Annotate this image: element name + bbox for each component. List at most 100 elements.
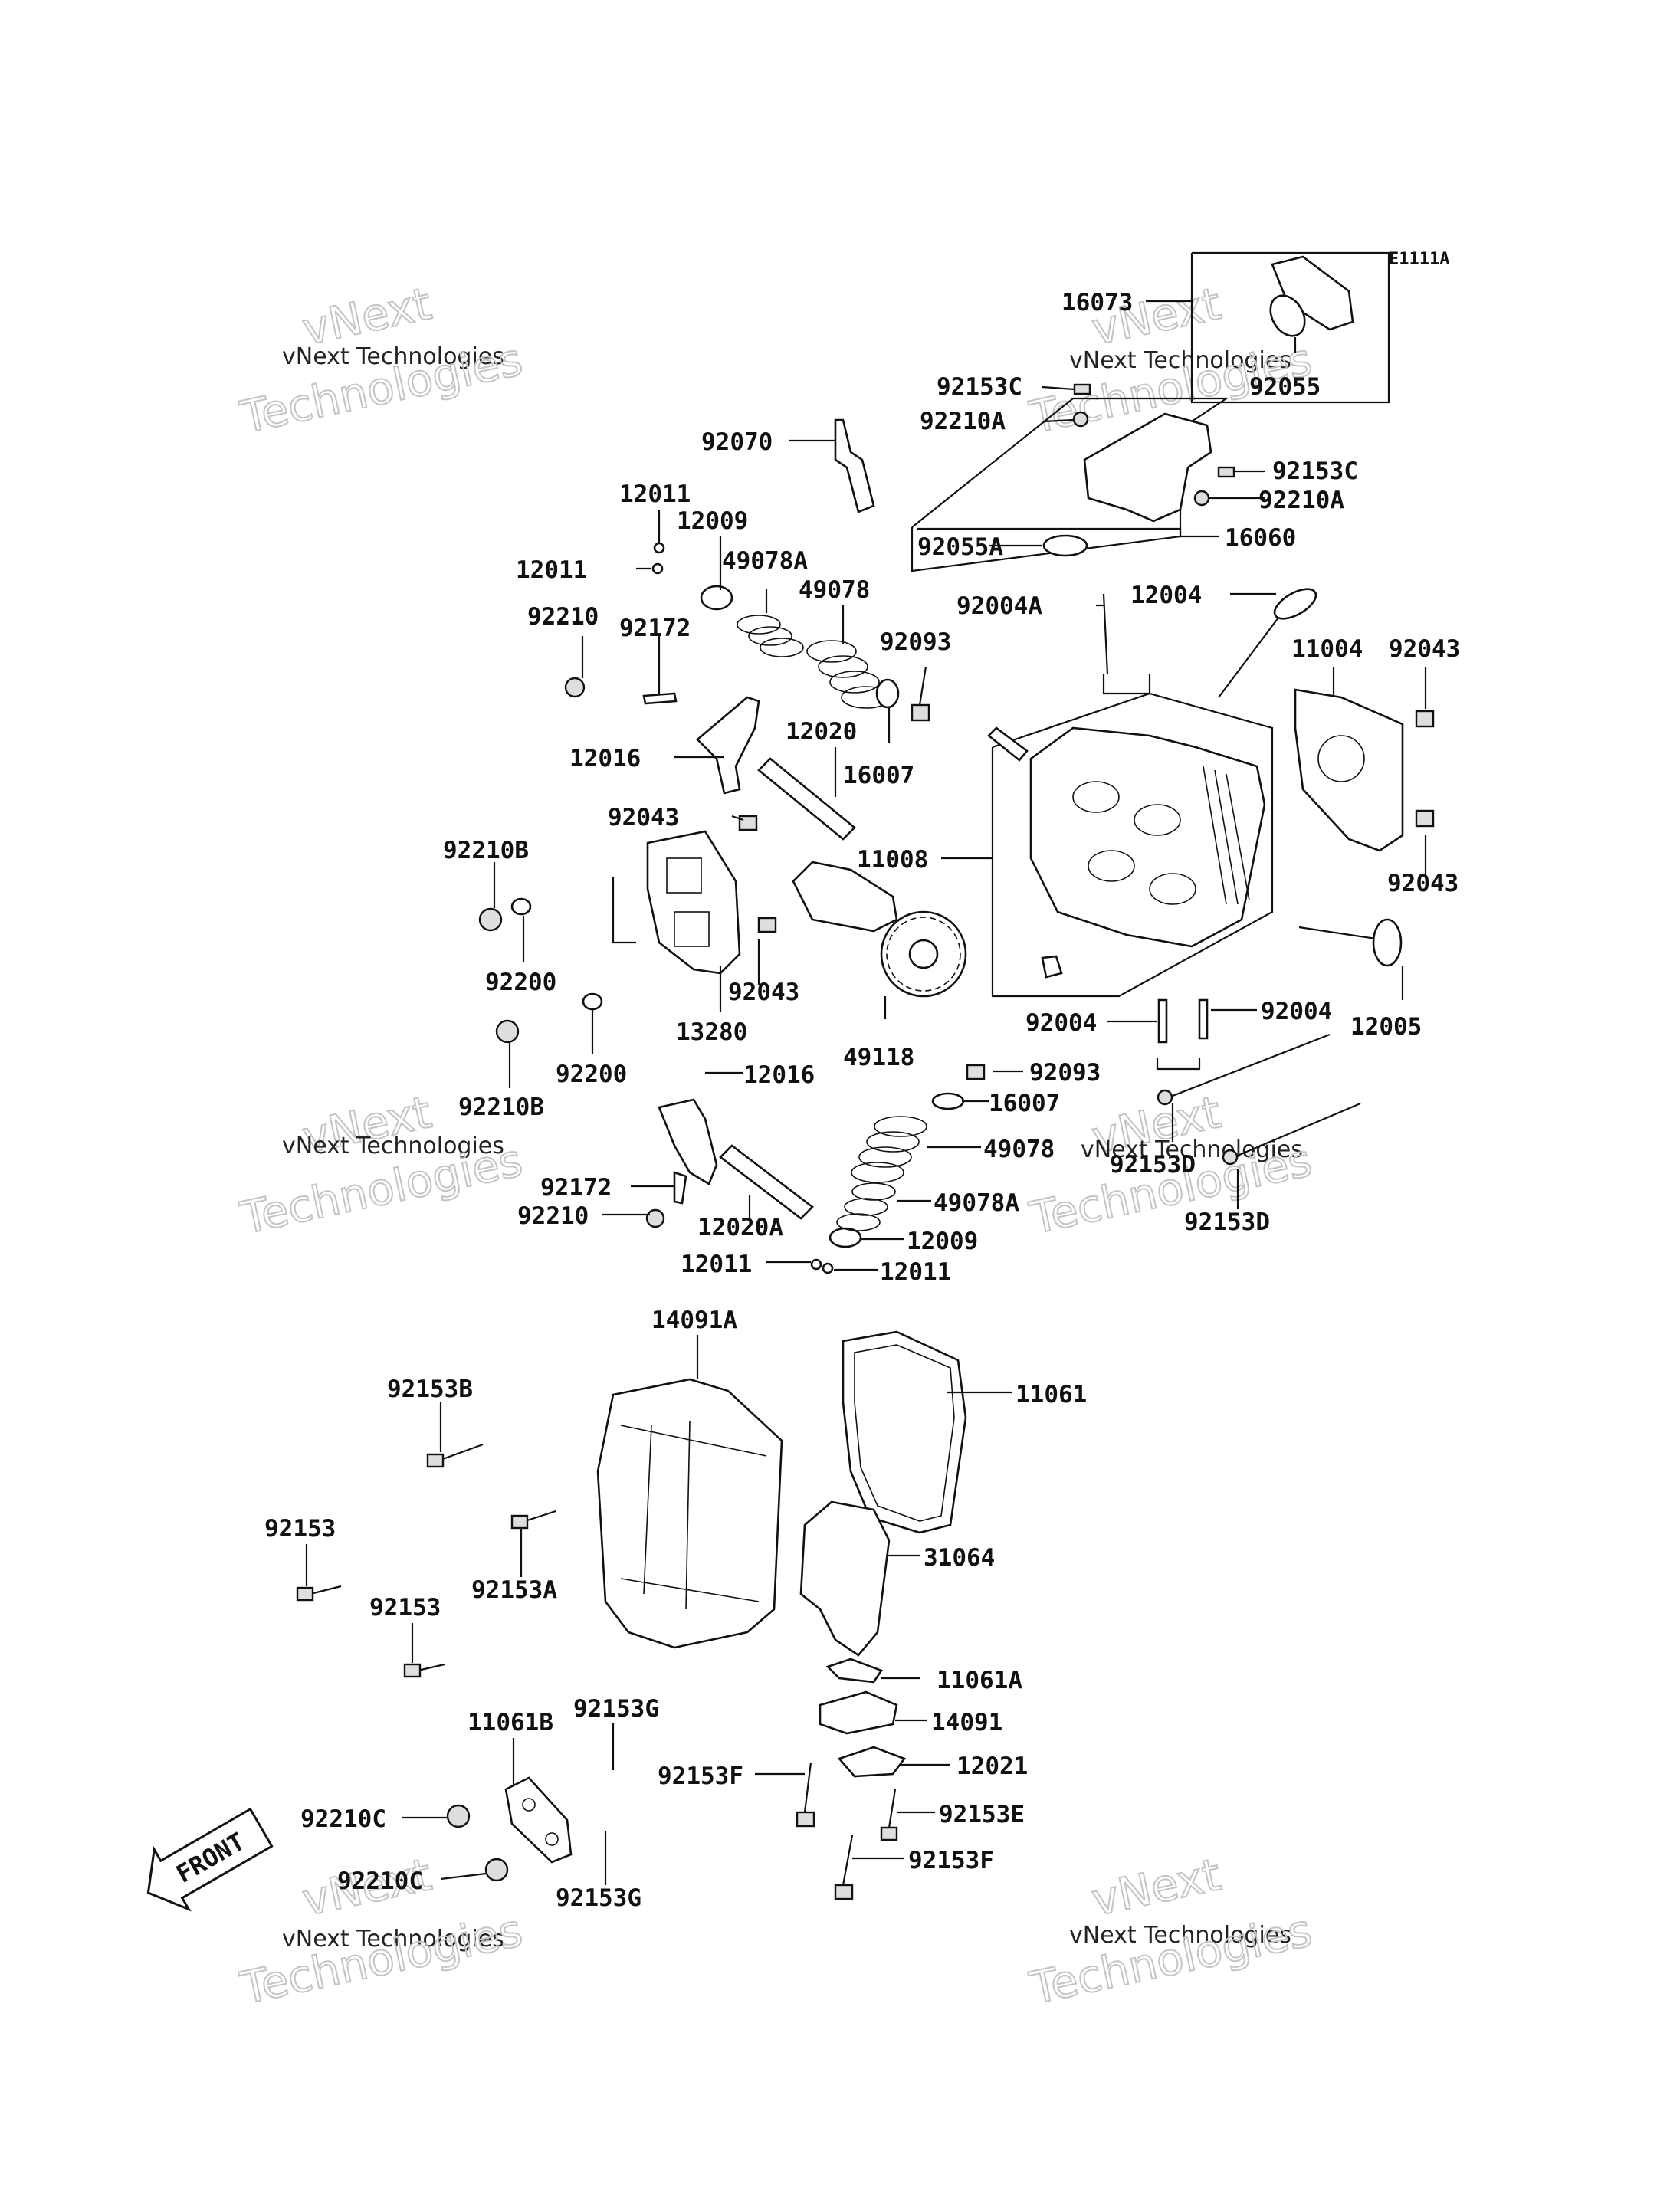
- label-12011-bottom-right: 12011: [880, 1258, 951, 1286]
- label-92153f-bottom: 92153F: [908, 1847, 994, 1874]
- gasket-11004-part: [1294, 688, 1404, 852]
- diagram-code: E1111A: [1389, 250, 1449, 269]
- spring-49078a-bottom-part: [836, 1182, 896, 1231]
- label-92043-right-bottom: 92043: [1387, 870, 1459, 897]
- label-12009-bottom: 12009: [907, 1228, 978, 1255]
- front-arrow: FRONT: [146, 1807, 274, 1912]
- cylinder-head-11008-part: [1029, 726, 1266, 948]
- gasket-92055a-part: [1042, 534, 1088, 557]
- rocker-shaft-12020-part: [757, 757, 856, 841]
- label-92070: 92070: [701, 428, 773, 456]
- label-92210c-top: 92210C: [300, 1805, 386, 1833]
- svg-text:vNext Technologies: vNext Technologies: [1069, 1922, 1291, 1949]
- label-12011-top-left: 12011: [516, 556, 587, 584]
- dowel-92043-right-top-part: [1415, 710, 1435, 728]
- adjuster-92172-top-part: [642, 692, 678, 705]
- watermark-bottom-right: vNext vNext Technologies Technologies: [1025, 1848, 1317, 2015]
- label-11061b: 11061B: [468, 1709, 553, 1736]
- label-12004: 12004: [1130, 582, 1202, 609]
- svg-text:vNext Technologies: vNext Technologies: [282, 343, 504, 370]
- dowel-92043-left-part: [757, 917, 777, 933]
- label-92153-left: 92153: [264, 1515, 336, 1543]
- label-92153c-top: 92153C: [937, 373, 1022, 401]
- valve-12005-part: [1298, 918, 1403, 967]
- label-92200-top: 92200: [485, 969, 556, 996]
- cover-14091-part: [819, 1690, 898, 1735]
- label-92153f-top: 92153F: [658, 1763, 743, 1790]
- washer-92200-bottom-part: [582, 992, 603, 1011]
- part-labels: 16073 92055 92153C 92210A 92070 92153C 9…: [264, 289, 1460, 1912]
- guide-bottom-part: [1041, 955, 1063, 979]
- label-92210-top: 92210: [527, 603, 599, 631]
- nut-92210c-bottom-part: [484, 1858, 509, 1882]
- label-92200-bottom: 92200: [556, 1061, 627, 1088]
- label-92210a-right: 92210A: [1258, 487, 1344, 514]
- bolt-92153a-part: [510, 1510, 556, 1530]
- label-92055: 92055: [1249, 373, 1321, 401]
- svg-text:Technologies: Technologies: [236, 1904, 527, 2015]
- keeper-12011-top2-part: [651, 562, 664, 575]
- label-11061: 11061: [1016, 1381, 1087, 1408]
- bolt-92153f-bottom-part: [834, 1835, 854, 1900]
- label-16060: 16060: [1225, 524, 1296, 552]
- label-92004-right: 92004: [1261, 998, 1332, 1025]
- bolt-92153-left-part: [296, 1585, 342, 1602]
- label-92004-left: 92004: [1025, 1009, 1097, 1037]
- nut-92210c-top-part: [446, 1804, 471, 1828]
- label-11061a: 11061A: [937, 1667, 1022, 1694]
- svg-text:vNext: vNext: [1088, 1848, 1226, 1926]
- keeper-12011-bottom2-part: [822, 1262, 834, 1274]
- rocker-shaft-12020a-part: [719, 1144, 814, 1220]
- svg-text:vNext Technologies: vNext Technologies: [1069, 347, 1291, 374]
- label-13280: 13280: [676, 1018, 747, 1046]
- holder-13280-part: [646, 830, 741, 975]
- nut-92210b-top-part: [478, 907, 503, 932]
- bolt-92153d-bottom-part: [1222, 1102, 1361, 1166]
- label-92153b: 92153B: [387, 1376, 473, 1403]
- seal-16007-top-part: [875, 678, 900, 709]
- stud-92004-left-part: [1157, 998, 1168, 1044]
- label-12009-top: 12009: [677, 507, 748, 535]
- label-12020a: 12020A: [697, 1214, 783, 1241]
- svg-text:vNext Technologies: vNext Technologies: [282, 1926, 504, 1953]
- plate-12021-part: [837, 1746, 907, 1778]
- bolt-92153b-part: [426, 1443, 484, 1468]
- bolt-92153c-right-part: [1217, 466, 1235, 478]
- spring-49078-bottom-part: [851, 1116, 927, 1183]
- label-49078-top: 49078: [799, 576, 870, 604]
- label-12020: 12020: [786, 718, 857, 746]
- valve-12004-part: [1218, 588, 1317, 698]
- guide-92093-bottom-part: [966, 1064, 986, 1080]
- bolt-92153f-top-part: [796, 1762, 815, 1828]
- svg-text:Technologies: Technologies: [1025, 1904, 1317, 2015]
- label-11008: 11008: [857, 846, 928, 874]
- part-shapes: [296, 255, 1435, 1900]
- adjuster-92172-bottom-part: [673, 1171, 687, 1205]
- label-49078a-top: 49078A: [722, 547, 808, 575]
- label-16007-top: 16007: [843, 762, 914, 789]
- camshaft-49118-part: [792, 861, 967, 998]
- svg-text:vNext Technologies: vNext Technologies: [282, 1133, 504, 1159]
- label-92210b-top: 92210B: [443, 837, 529, 864]
- label-92210a-top: 92210A: [920, 408, 1006, 435]
- label-92172-bottom: 92172: [540, 1174, 612, 1202]
- intake-pipe-16060-part: [1083, 412, 1212, 523]
- dowel-92043-mid-part: [738, 815, 758, 831]
- bolt-92153c-top-part: [1073, 383, 1091, 395]
- label-14091a: 14091A: [651, 1307, 737, 1334]
- label-92043-mid: 92043: [608, 804, 679, 831]
- retainer-12009-top-part: [700, 585, 733, 611]
- seal-16007-bottom-part: [931, 1092, 965, 1110]
- stud-92004-right-part: [1198, 998, 1209, 1040]
- label-92093-bottom: 92093: [1029, 1059, 1101, 1087]
- label-92210b-bottom: 92210B: [458, 1094, 544, 1121]
- label-12021: 12021: [956, 1753, 1028, 1780]
- breather-31064-part: [799, 1500, 891, 1657]
- label-92153g-bottom: 92153G: [556, 1884, 641, 1912]
- gasket-92055-part: [1269, 294, 1306, 337]
- label-92043-right-top: 92043: [1389, 635, 1460, 663]
- label-92153g-top: 92153G: [573, 1695, 659, 1723]
- label-49118: 49118: [843, 1044, 914, 1071]
- label-92055a: 92055A: [917, 533, 1003, 561]
- nut-92210-top-part: [564, 677, 586, 698]
